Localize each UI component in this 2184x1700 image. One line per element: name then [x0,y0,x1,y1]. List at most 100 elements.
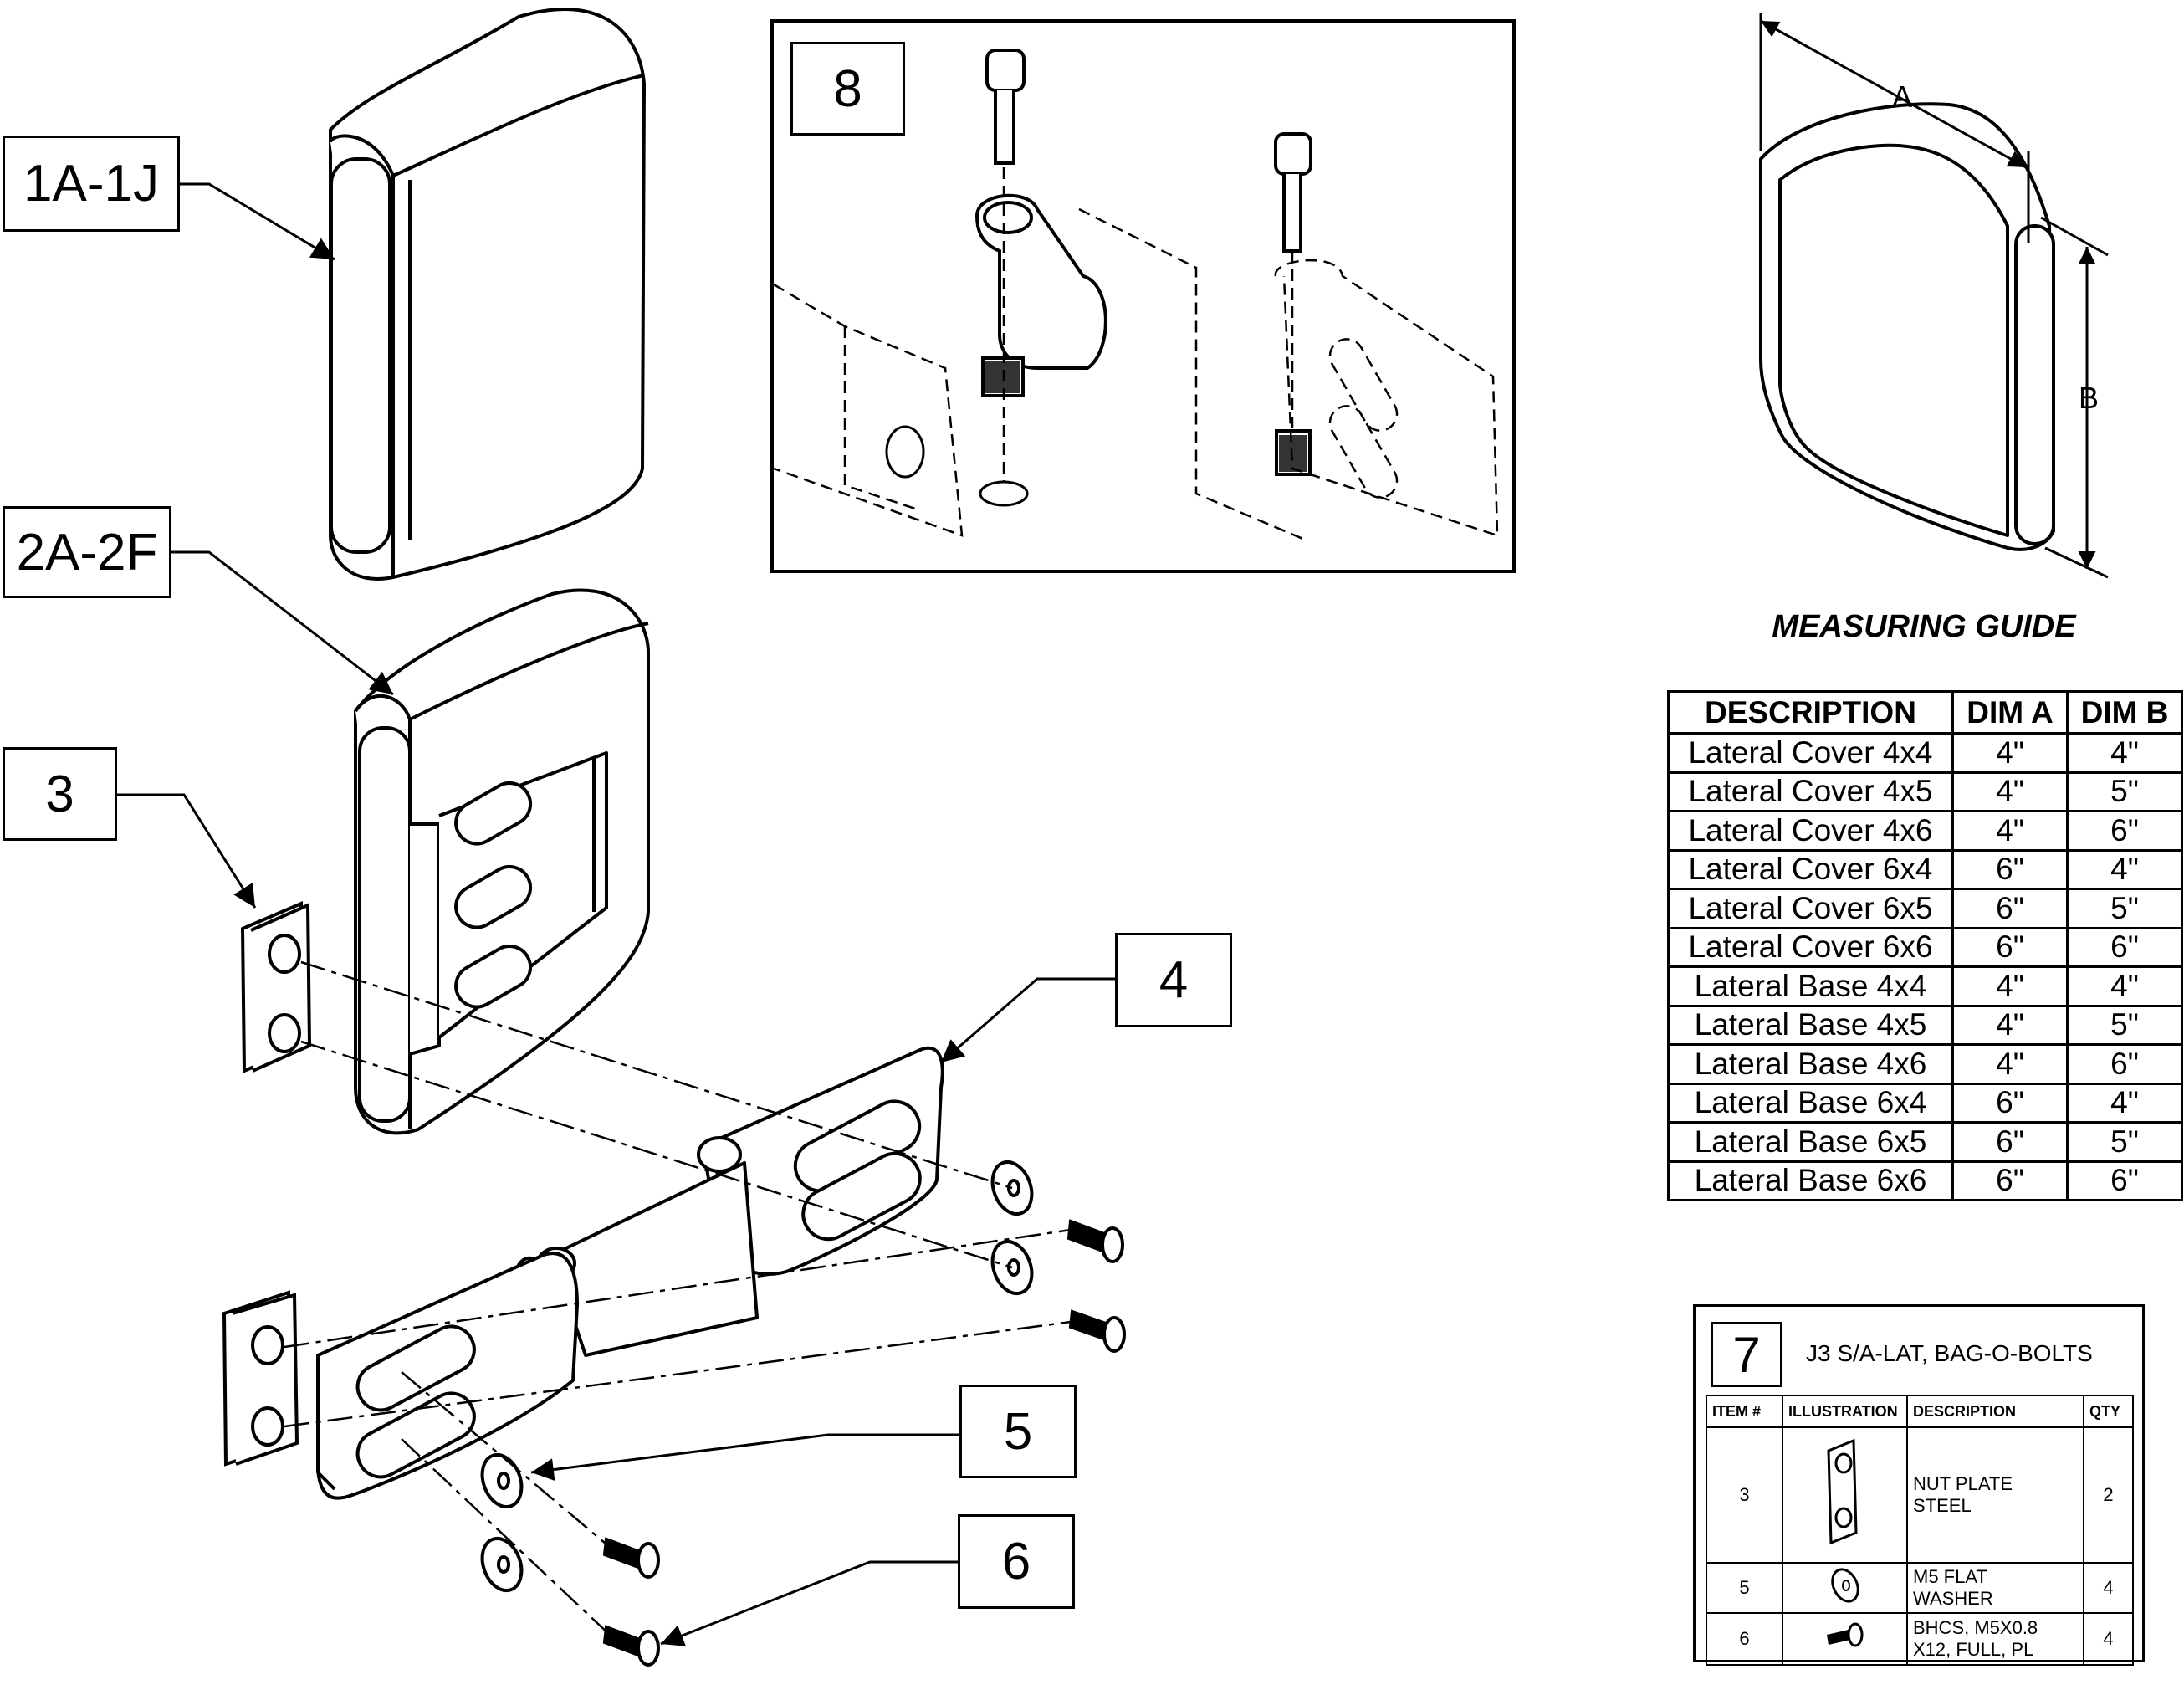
kit-header-description: DESCRIPTION [1906,1395,2084,1428]
kit-header-qty: QTY [2083,1395,2134,1428]
hardware-bracket [316,1046,944,1500]
callout-3: 3 [3,747,117,841]
cell-dim-a: 6" [1951,1160,2069,1201]
kit-illustration [1782,1426,1908,1564]
cell-dim-a: 6" [1951,1121,2069,1163]
inset-detail-8 [770,19,1516,573]
callout-6: 6 [958,1514,1075,1609]
callout-4: 4 [1115,933,1232,1027]
cell-dim-a: 6" [1951,926,2069,968]
table-header-row: DESCRIPTION DIM A DIM B [1667,690,2183,735]
kit-item-qty: 2 [2083,1426,2134,1564]
kit-header-row: ITEM # ILLUSTRATION DESCRIPTION QTY [1706,1395,2134,1428]
kit-header-item: ITEM # [1706,1395,1783,1428]
leader-lines [117,182,1115,1646]
kit-parts-table: ITEM # ILLUSTRATION DESCRIPTION QTY 3 NU… [1706,1395,2134,1666]
measuring-guide-table: DESCRIPTION DIM A DIM B Lateral Cover 4x… [1667,690,2183,1201]
cell-dim-a: 4" [1951,1043,2069,1085]
kit-desc-line2: X12, FULL, PL [1913,1639,2034,1660]
cell-description: Lateral Cover 6x4 [1667,848,1954,890]
assembly-lines [284,960,1072,1636]
callout-8: 8 [790,42,905,136]
cell-dim-a: 4" [1951,732,2069,774]
header-dim-a: DIM A [1951,690,2069,735]
cell-description: Lateral Base 4x6 [1667,1043,1954,1085]
measuring-guide-title: MEASURING GUIDE [1772,609,2076,644]
cell-description: Lateral Base 4x4 [1667,965,1954,1007]
dimension-arrows [1759,13,2109,579]
cell-description: Lateral Base 6x6 [1667,1160,1954,1201]
kit-item-number: 3 [1706,1426,1783,1564]
nut-plate-lower [222,1290,299,1467]
cell-dim-b: 6" [2066,810,2183,852]
cell-dim-a: 6" [1951,888,2069,929]
lateral-pad-cover [329,8,646,581]
cell-dim-a: 6" [1951,1082,2069,1124]
callout-2a-2f: 2A-2F [3,506,171,598]
button-head-screw-icon [1826,1622,1863,1647]
cell-dim-a: 6" [1951,848,2069,890]
cell-dim-b: 4" [2066,1082,2183,1124]
cell-description: Lateral Cover 4x4 [1667,732,1954,774]
kit-item-number: 5 [1706,1562,1783,1614]
kit-title: J3 S/A-LAT, BAG-O-BOLTS [1806,1340,2093,1366]
kit-box: 7 J3 S/A-LAT, BAG-O-BOLTS ITEM # ILLUSTR… [1693,1304,2145,1666]
cell-description: Lateral Cover 4x5 [1667,771,1954,812]
dimension-label-a: A [1892,79,1913,114]
kit-desc-line2: WASHER [1913,1588,1993,1609]
kit-illustration [1782,1562,1908,1614]
cell-description: Lateral Cover 6x5 [1667,888,1954,929]
header-dim-b: DIM B [2066,690,2183,735]
cell-dim-a: 4" [1951,965,2069,1007]
cell-dim-b: 6" [2066,926,2183,968]
callout-5: 5 [959,1385,1077,1478]
kit-desc-line2: STEEL [1913,1495,1972,1516]
lateral-pad-base [354,588,650,1135]
kit-item-number: 6 [1706,1612,1783,1666]
measuring-guide-pad [1759,102,2055,551]
nut-plate-upper [240,900,312,1074]
kit-item-qty: 4 [2083,1562,2134,1614]
cell-dim-b: 6" [2066,1160,2183,1201]
callout-1a-1j: 1A-1J [3,136,180,232]
cell-dim-b: 5" [2066,1004,2183,1046]
kit-header-illustration: ILLUSTRATION [1782,1395,1908,1428]
cell-dim-a: 4" [1951,1004,2069,1046]
cell-dim-b: 6" [2066,1043,2183,1085]
cell-description: Lateral Base 4x5 [1667,1004,1954,1046]
cell-dim-b: 4" [2066,732,2183,774]
kit-desc-line1: NUT PLATE [1913,1473,2013,1494]
flat-washer-icon [1830,1568,1859,1603]
dimension-label-b: B [2079,381,2100,415]
cell-dim-b: 4" [2066,848,2183,890]
kit-number: 7 [1711,1322,1782,1387]
cell-dim-b: 4" [2066,965,2183,1007]
kit-desc-line1: BHCS, M5X0.8 [1913,1617,2038,1638]
cell-description: Lateral Base 6x5 [1667,1121,1954,1163]
kit-illustration [1782,1612,1908,1666]
cell-dim-a: 4" [1951,810,2069,852]
cell-description: Lateral Cover 6x6 [1667,926,1954,968]
cell-description: Lateral Cover 4x6 [1667,810,1954,852]
header-description: DESCRIPTION [1667,690,1954,735]
kit-item-qty: 4 [2083,1612,2134,1666]
nut-plate-icon [1826,1438,1858,1545]
